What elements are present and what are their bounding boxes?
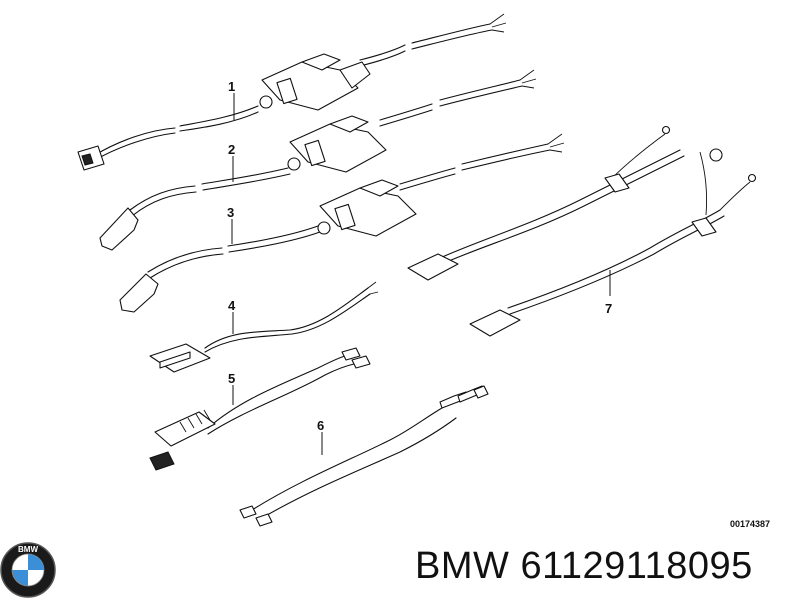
callout-3: 3 bbox=[227, 205, 234, 220]
callout-4: 4 bbox=[228, 298, 236, 313]
cable-2 bbox=[99, 69, 537, 251]
callout-5: 5 bbox=[228, 371, 235, 386]
cable-3 bbox=[119, 133, 565, 313]
cable-1 bbox=[77, 13, 507, 171]
cable-5 bbox=[149, 347, 371, 471]
bmw-roundel-icon: BMW bbox=[0, 542, 56, 598]
footer-brand: BMW bbox=[415, 545, 510, 587]
footer-part-label: BMW 61129118095 bbox=[415, 545, 753, 588]
reference-code: 00174387 bbox=[730, 519, 770, 529]
callout-2: 2 bbox=[228, 142, 235, 157]
cable-4 bbox=[149, 281, 379, 373]
callout-7: 7 bbox=[605, 301, 612, 316]
cable-7 bbox=[407, 125, 757, 337]
callout-1: 1 bbox=[228, 79, 235, 94]
logo-text: BMW bbox=[18, 545, 38, 554]
callout-6: 6 bbox=[317, 418, 324, 433]
cable-6 bbox=[239, 385, 489, 527]
footer-part-number: 61129118095 bbox=[520, 545, 753, 587]
